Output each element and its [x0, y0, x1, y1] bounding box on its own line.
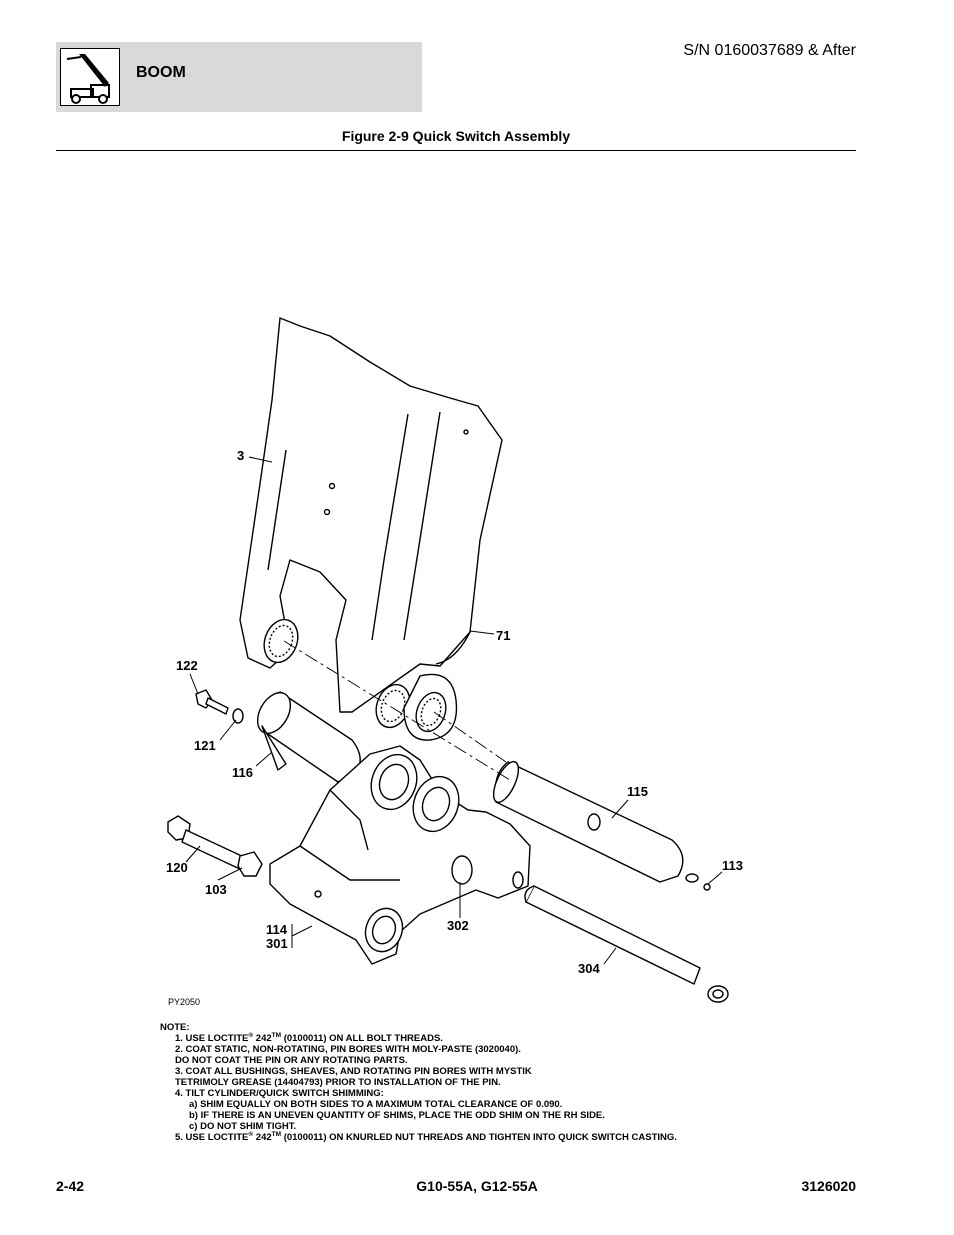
boom-tip [239, 317, 503, 713]
header-divider [56, 150, 856, 151]
note-4c: c) DO NOT SHIM TIGHT. [189, 1121, 297, 1132]
callout-116: 116 [232, 765, 253, 780]
document-number: 3126020 [801, 1178, 856, 1194]
note-2-line-2: DO NOT COAT THE PIN OR ANY ROTATING PART… [175, 1055, 408, 1066]
callout-301: 301 [266, 936, 288, 951]
callout-3: 3 [237, 448, 245, 463]
callout-103: 103 [205, 882, 227, 897]
callout-122: 122 [176, 658, 198, 673]
note-3-line-2: TETRIMOLY GREASE (14404793) PRIOR TO INS… [175, 1077, 501, 1088]
serial-range: S/N 0160037689 & After [683, 42, 856, 59]
telehandler-boom-icon [60, 48, 120, 106]
callout-302: 302 [447, 918, 469, 933]
note-4a: a) SHIM EQUALLY ON BOTH SIDES TO A MAXIM… [189, 1099, 563, 1110]
model-numbers: G10-55A, G12-55A [416, 1178, 538, 1194]
callout-71: 71 [496, 628, 511, 643]
callout-120: 120 [166, 860, 188, 875]
callout-113: 113 [722, 858, 743, 873]
section-title: BOOM [136, 64, 186, 81]
note-5: 5. USE LOCTITE® 242TM (0100011) ON KNURL… [175, 1130, 677, 1143]
callout-115: 115 [627, 784, 648, 799]
figure-title: Figure 2-9 Quick Switch Assembly [341, 128, 571, 144]
callout-121: 121 [194, 738, 216, 753]
callout-114: 114 [266, 922, 287, 937]
quick-switch-casting [269, 745, 531, 965]
assembly-notes: NOTE: 1. USE LOCTITE® 242TM (0100011) ON… [160, 1022, 677, 1143]
note-2-line-1: 2. COAT STATIC, NON-ROTATING, PIN BORES … [175, 1044, 521, 1055]
notes-heading: NOTE: [160, 1022, 190, 1033]
note-1: 1. USE LOCTITE® 242TM (0100011) ON ALL B… [175, 1031, 443, 1044]
page-number: 2-42 [56, 1178, 85, 1194]
note-3-line-1: 3. COAT ALL BUSHINGS, SHEAVES, AND ROTAT… [175, 1066, 532, 1077]
note-4b: b) IF THERE IS AN UNEVEN QUANTITY OF SHI… [189, 1110, 605, 1121]
drawing-code: PY2050 [168, 997, 201, 1007]
callout-304: 304 [578, 961, 600, 976]
note-4-line-1: 4. TILT CYLINDER/QUICK SWITCH SHIMMING: [175, 1088, 384, 1099]
